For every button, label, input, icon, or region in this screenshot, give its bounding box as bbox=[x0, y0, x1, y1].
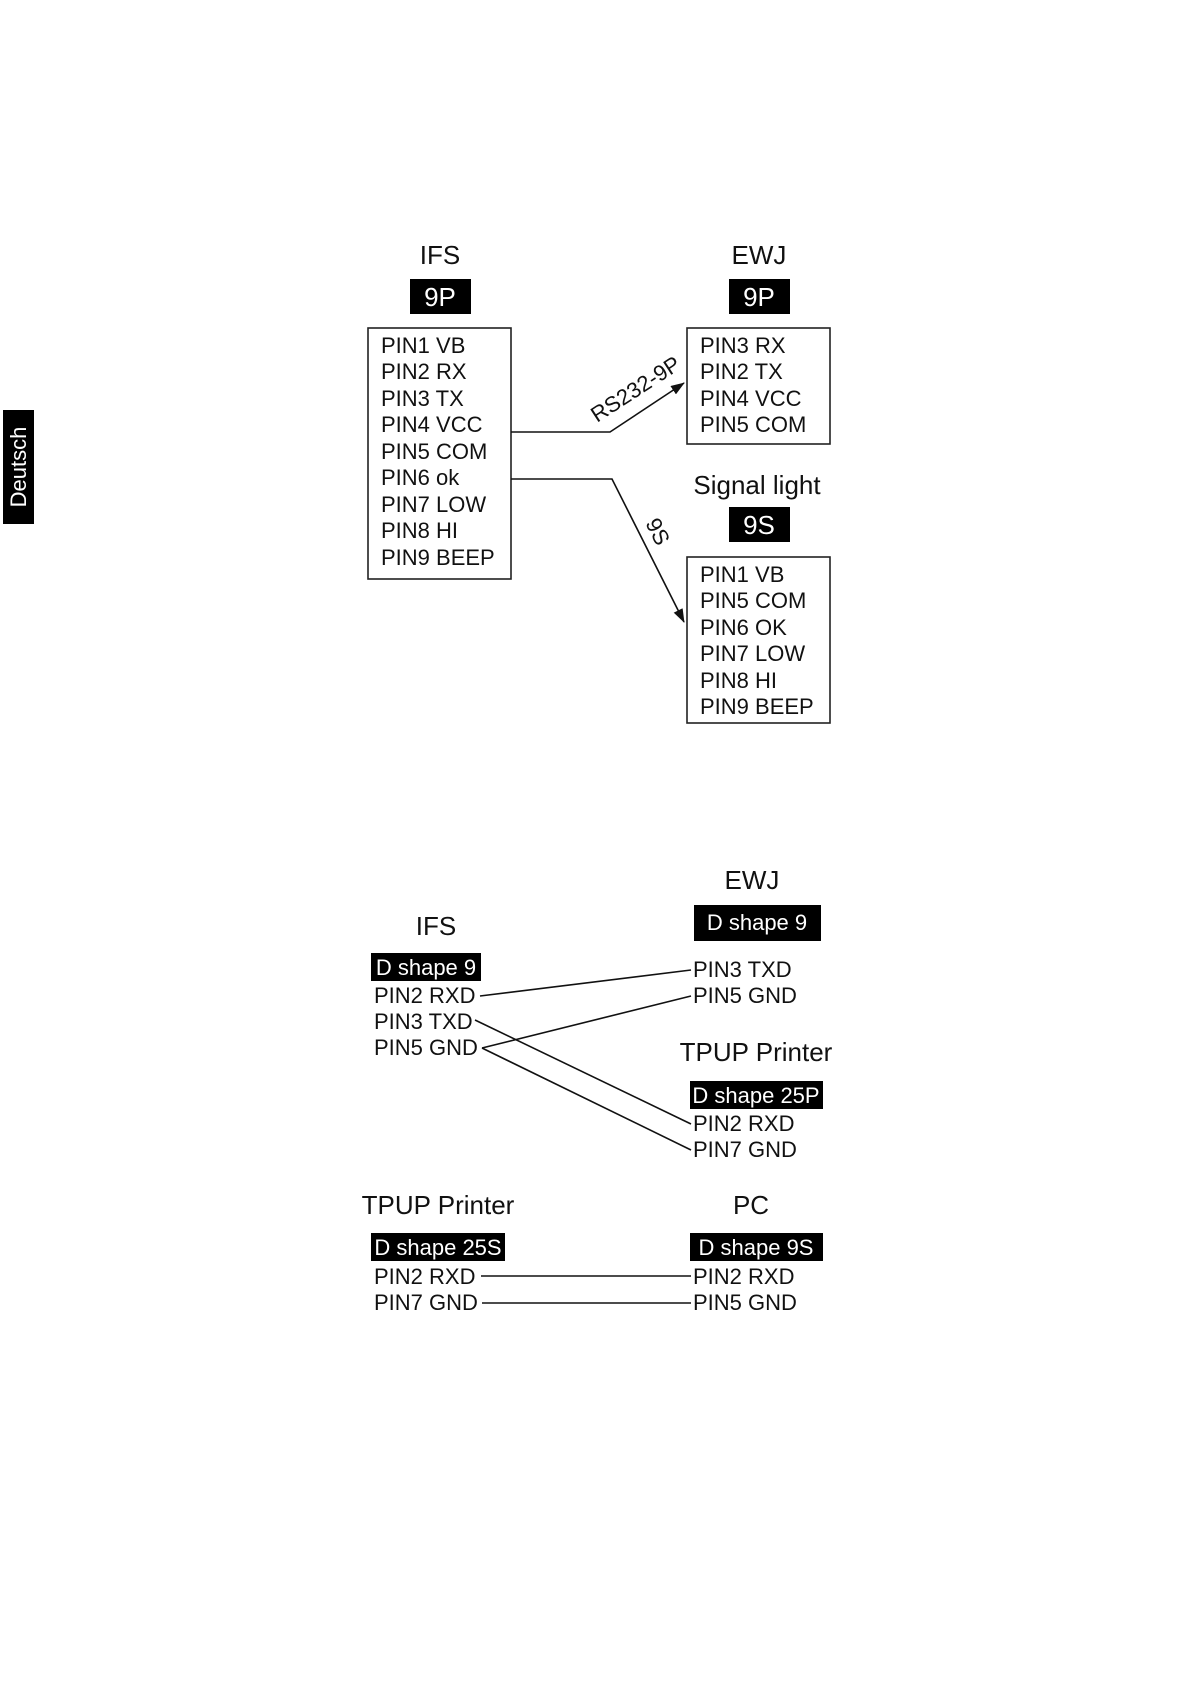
language-tab[interactable]: Deutsch bbox=[3, 410, 34, 524]
ifs-connector-label: 9P bbox=[424, 282, 456, 312]
ewj-pin-1: PIN3 RX bbox=[700, 333, 786, 358]
ifs-pin-box bbox=[367, 327, 512, 580]
printer-d25p-connector-label: D shape 25P bbox=[692, 1083, 819, 1108]
printer-d25p-pin-1: PIN2 RXD bbox=[693, 1111, 794, 1136]
signal-pin-2: PIN5 COM bbox=[700, 588, 806, 613]
section-3-pin-diagram: TPUP Printer D shape 25S PIN2 RXD PIN7 G… bbox=[362, 1190, 823, 1315]
ifs-pin-9: PIN9 BEEP bbox=[381, 545, 495, 570]
ifs-pin-4: PIN4 VCC bbox=[381, 412, 483, 437]
section-2-pin-diagram: EWJ D shape 9 PIN3 TXD PIN5 GND IFS D sh… bbox=[371, 865, 833, 1162]
ifs-connector-badge bbox=[410, 279, 471, 314]
ewj-d9-connector-label: D shape 9 bbox=[707, 910, 807, 935]
signal-pin-6: PIN9 BEEP bbox=[700, 694, 814, 719]
ifs-pin-3: PIN3 TX bbox=[381, 386, 464, 411]
ifs-pin-2: PIN2 RX bbox=[381, 359, 467, 384]
ifs-pin-list: PIN1 VB PIN2 RX PIN3 TX PIN4 VCC PIN5 CO… bbox=[381, 333, 495, 570]
ewj-connector-label: 9P bbox=[743, 282, 775, 312]
wire-ifs-gnd-to-printer-gnd bbox=[481, 1047, 692, 1151]
ewj-pin-4: PIN5 COM bbox=[700, 412, 806, 437]
ifs-d9-pin-2: PIN3 TXD bbox=[374, 1009, 473, 1034]
printer-d25s-connector-label: D shape 25S bbox=[374, 1235, 501, 1260]
9s-link-label: 9S bbox=[641, 514, 675, 549]
ewj-pin-3: PIN4 VCC bbox=[700, 386, 802, 411]
pc-connector-badge bbox=[690, 1233, 823, 1261]
ewj-d9-pin-2: PIN5 GND bbox=[693, 983, 797, 1008]
ewj-d9-connector-badge bbox=[694, 905, 821, 941]
pc-connector-label: D shape 9S bbox=[699, 1235, 814, 1260]
ewj-pin-list: PIN3 RX PIN2 TX PIN4 VCC PIN5 COM bbox=[700, 333, 806, 437]
ifs-title: IFS bbox=[420, 240, 460, 270]
signal-light-title: Signal light bbox=[693, 470, 821, 500]
printer-d25p-pin-2: PIN7 GND bbox=[693, 1137, 797, 1162]
ifs-pin-8: PIN8 HI bbox=[381, 518, 458, 543]
ifs-pin-7: PIN7 LOW bbox=[381, 492, 486, 517]
ifs-d9-pin-3: PIN5 GND bbox=[374, 1035, 478, 1060]
ifs-d9-connector-badge bbox=[371, 953, 481, 981]
signal-light-pin-box bbox=[686, 556, 831, 724]
ifs-pin-1: PIN1 VB bbox=[381, 333, 465, 358]
signal-light-connector-label: 9S bbox=[743, 510, 775, 540]
printer-d25p-connector-badge bbox=[690, 1081, 823, 1109]
signal-pin-4: PIN7 LOW bbox=[700, 641, 805, 666]
ifs-pin-5: PIN5 COM bbox=[381, 439, 487, 464]
pc-pin-2: PIN5 GND bbox=[693, 1290, 797, 1315]
ewj-d9-title: EWJ bbox=[725, 865, 780, 895]
signal-pin-1: PIN1 VB bbox=[700, 562, 784, 587]
ifs-d9-title: IFS bbox=[416, 911, 456, 941]
signal-light-connector-badge bbox=[729, 507, 790, 542]
section-1-pin-diagram: IFS 9P PIN1 VB PIN2 RX PIN3 TX PIN4 VCC … bbox=[367, 240, 831, 724]
printer-d25s-pin-2: PIN7 GND bbox=[374, 1290, 478, 1315]
pc-title: PC bbox=[733, 1190, 769, 1220]
ewj-d9-pin-1: PIN3 TXD bbox=[693, 957, 792, 982]
printer-d25s-title: TPUP Printer bbox=[362, 1190, 515, 1220]
ewj-title: EWJ bbox=[732, 240, 787, 270]
signal-pin-3: PIN6 OK bbox=[700, 615, 787, 640]
printer-d25s-connector-badge bbox=[371, 1233, 505, 1261]
printer-d25p-title: TPUP Printer bbox=[680, 1037, 833, 1067]
9s-link-arrow bbox=[511, 478, 685, 623]
rs232-link-arrow bbox=[511, 382, 685, 433]
ifs-pin-6: PIN6 ok bbox=[381, 465, 460, 490]
signal-light-pin-list: PIN1 VB PIN5 COM PIN6 OK PIN7 LOW PIN8 H… bbox=[700, 562, 814, 719]
pc-pin-1: PIN2 RXD bbox=[693, 1264, 794, 1289]
ewj-pin-box bbox=[686, 327, 831, 445]
wire-ifs-txd-to-printer-rxd bbox=[474, 1019, 692, 1125]
wire-ifs-gnd-to-ewj-gnd bbox=[481, 995, 692, 1049]
wire-ifs-rxd-to-ewj-txd bbox=[479, 969, 692, 997]
ewj-pin-2: PIN2 TX bbox=[700, 359, 783, 384]
ifs-d9-connector-label: D shape 9 bbox=[376, 955, 476, 980]
printer-d25s-pin-1: PIN2 RXD bbox=[374, 1264, 475, 1289]
ifs-d9-pin-1: PIN2 RXD bbox=[374, 983, 475, 1008]
signal-pin-5: PIN8 HI bbox=[700, 668, 777, 693]
ewj-connector-badge bbox=[729, 279, 790, 314]
